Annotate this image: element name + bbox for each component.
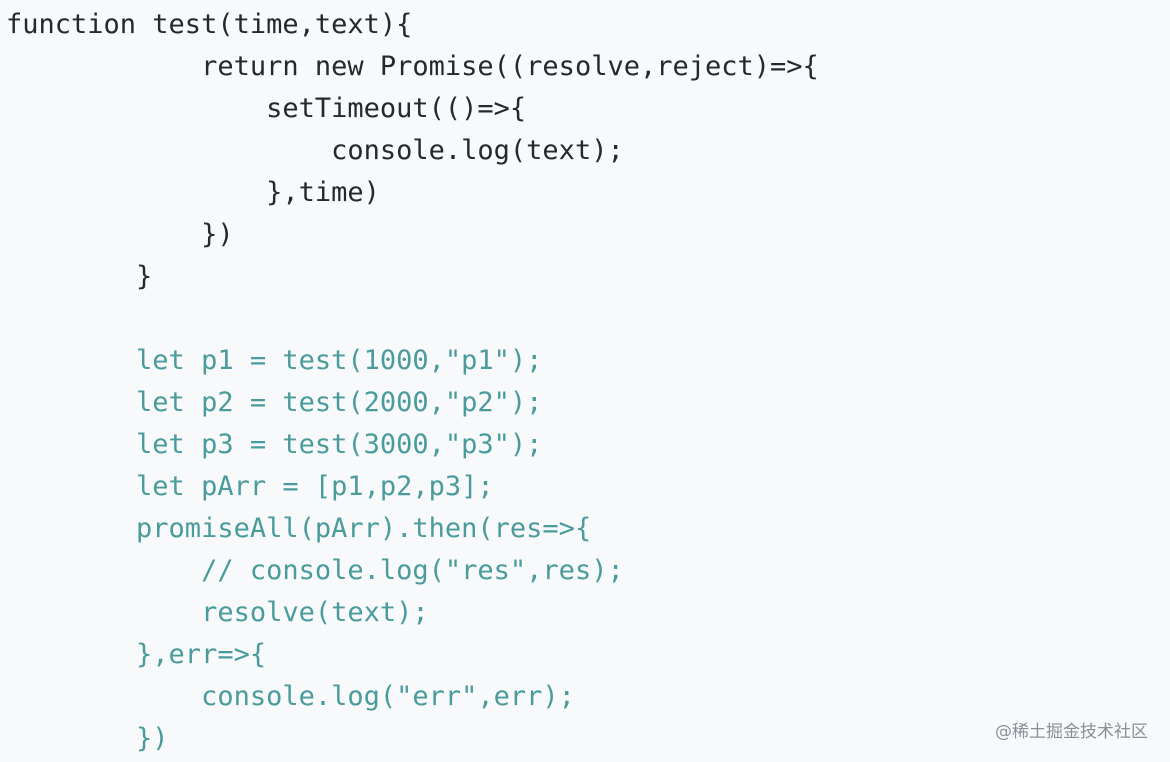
code-line-7: } xyxy=(6,261,153,292)
code-line-16: },err=>{ xyxy=(6,639,267,670)
code-line-18: }) xyxy=(6,723,169,754)
code-line-2: return new Promise((resolve,reject)=>{ xyxy=(6,51,819,82)
code-line-11: let p3 = test(3000,"p3"); xyxy=(6,429,543,460)
code-line-17: console.log("err",err); xyxy=(6,681,575,712)
code-line-6: }) xyxy=(6,219,234,250)
code-line-12: let pArr = [p1,p2,p3]; xyxy=(6,471,494,502)
code-line-14: // console.log("res",res); xyxy=(6,555,624,586)
code-line-15: resolve(text); xyxy=(6,597,429,628)
code-line-10: let p2 = test(2000,"p2"); xyxy=(6,387,543,418)
code-line-13: promiseAll(pArr).then(res=>{ xyxy=(6,513,592,544)
code-line-9: let p1 = test(1000,"p1"); xyxy=(6,345,543,376)
code-line-4: console.log(text); xyxy=(6,135,624,166)
code-block: function test(time,text){ return new Pro… xyxy=(6,4,819,760)
watermark-text: @稀土掘金技术社区 xyxy=(995,722,1148,742)
code-line-1: function test(time,text){ xyxy=(6,9,413,40)
code-line-5: },time) xyxy=(6,177,380,208)
code-line-8 xyxy=(6,298,819,340)
code-line-3: setTimeout(()=>{ xyxy=(6,93,527,124)
